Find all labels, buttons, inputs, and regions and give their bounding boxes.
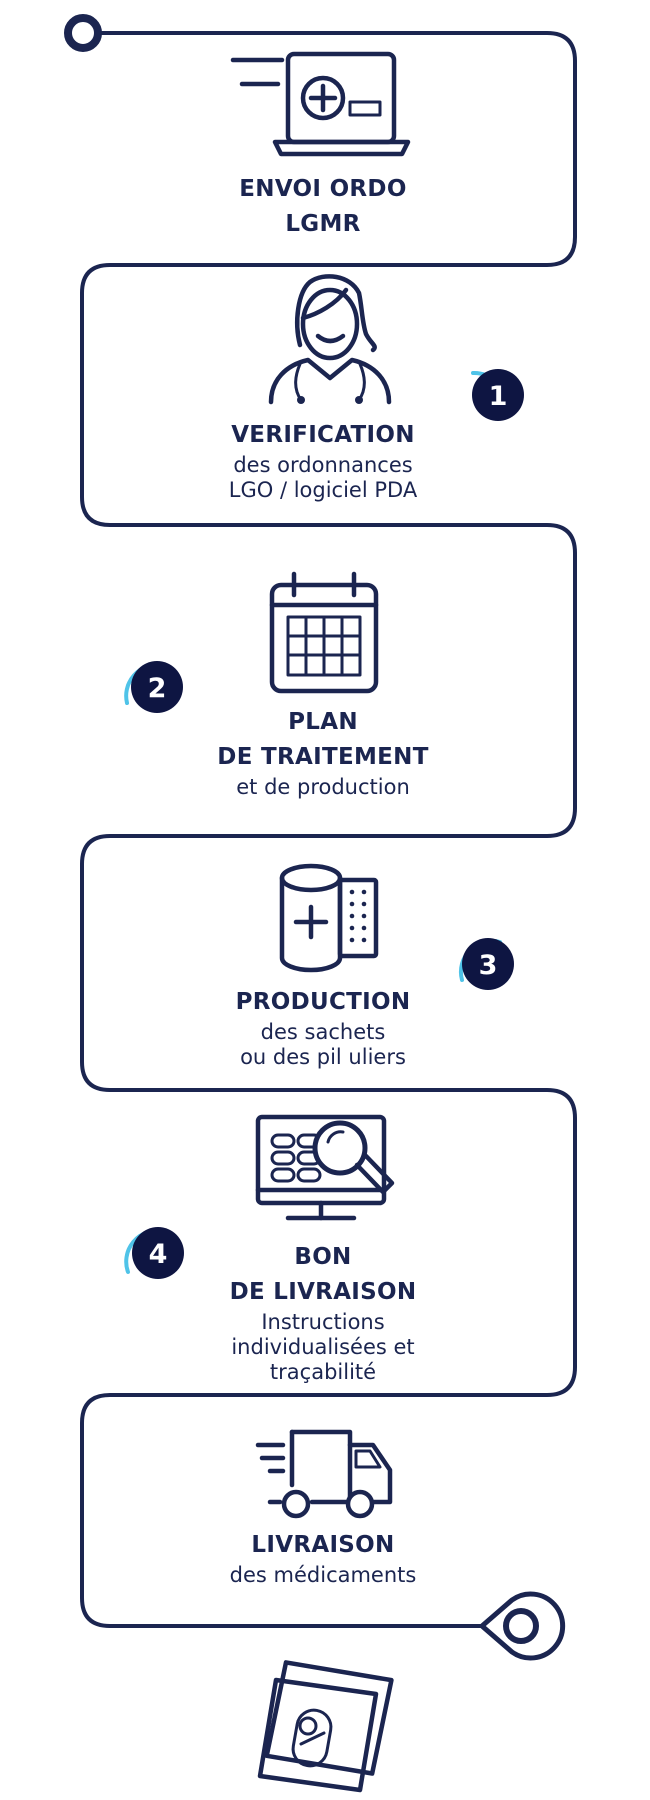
step-description: des médicaments [229, 1563, 417, 1587]
step-envoi-ordo: ENVOI ORDO LGMR [143, 172, 503, 242]
step-title: LGMR [285, 211, 361, 237]
step-bon-de-livraison: BON DE LIVRAISON Instructions individual… [143, 1240, 503, 1385]
step-title: BON [294, 1244, 352, 1270]
process-path [80, 31, 577, 1628]
step-badge-3: 3 [458, 938, 514, 990]
start-node [64, 14, 102, 52]
calendar-icon [269, 571, 379, 694]
step-title: LIVRAISON [251, 1532, 395, 1558]
step-description: et de production [236, 775, 410, 799]
monitor-magnifier-icon [255, 1114, 395, 1221]
step-title: ENVOI ORDO [239, 176, 407, 202]
step-badge-number: 4 [149, 1239, 168, 1270]
step-title: DE TRAITEMENT [217, 744, 429, 770]
doctor-icon [268, 274, 392, 405]
step-verification: VERIFICATION des ordonnances LGO / logic… [143, 418, 503, 503]
step-title: PRODUCTION [235, 989, 411, 1015]
step-production: PRODUCTION des sachets ou des pil uliers [143, 985, 503, 1070]
step-badge-4: 4 [124, 1227, 184, 1279]
step-description: individualisées et [231, 1335, 415, 1359]
step-badge-2: 2 [124, 661, 183, 713]
step-plan-de-traitement: PLAN DE TRAITEMENT et de production [143, 705, 503, 800]
step-title: PLAN [288, 709, 358, 735]
step-description: des sachets [260, 1020, 386, 1044]
step-badge-number: 2 [148, 673, 167, 704]
step-description: LGO / logiciel PDA [228, 478, 418, 502]
step-title: DE LIVRAISON [229, 1279, 417, 1305]
step-description: ou des pil uliers [240, 1045, 406, 1069]
step-badge-1: 1 [471, 369, 524, 421]
end-pin-icon [479, 1591, 566, 1661]
step-description: des ordonnances [233, 453, 413, 477]
laptop-prescription-icon [230, 51, 411, 157]
medication-sachet-icon [257, 1660, 394, 1793]
step-badge-number: 1 [489, 381, 508, 412]
step-livraison: LIVRAISON des médicaments [143, 1528, 503, 1588]
step-title: VERIFICATION [231, 422, 415, 448]
delivery-truck-icon [255, 1429, 393, 1519]
step-badge-number: 3 [479, 950, 498, 981]
step-description: traçabilité [269, 1360, 377, 1384]
step-description: Instructions [261, 1310, 385, 1334]
pill-roll-icon [279, 863, 379, 973]
